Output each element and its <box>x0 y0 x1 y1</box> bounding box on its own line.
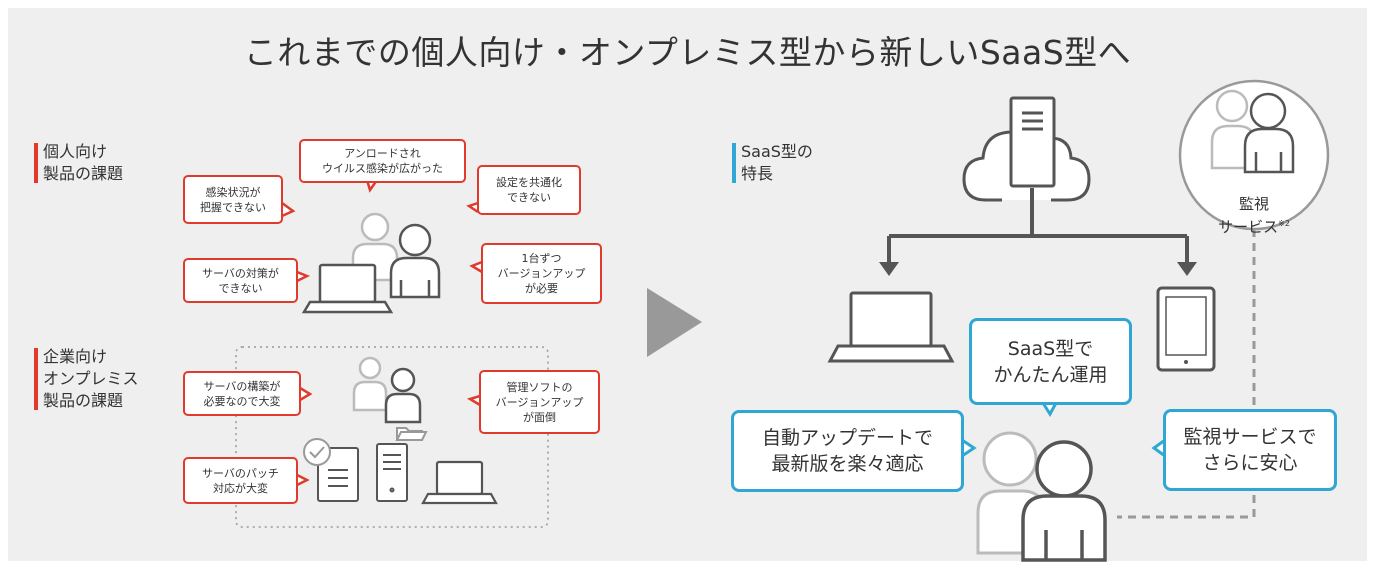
personal-section-heading: 個人向け 製品の課題 <box>34 141 123 185</box>
bubble-tail <box>961 438 977 458</box>
folder-icon <box>395 427 428 441</box>
issue-bubble: 1台ずつ バージョンアップ が必要 <box>481 243 602 304</box>
enterprise-dotted-box <box>235 346 549 528</box>
admin-light-icon <box>352 356 388 412</box>
feature-bubble-monitoring: 監視サービスで さらに安心 <box>1163 409 1337 491</box>
issue-bubble: 感染状況が 把握できない <box>183 175 283 224</box>
cloud-laptop-icon <box>827 291 955 363</box>
section-accent-bar <box>732 143 736 183</box>
bubble-tail <box>1041 402 1058 417</box>
issue-bubble: サーバの構築が 必要なので大変 <box>183 371 301 416</box>
enterprise-laptop-icon <box>421 460 498 505</box>
bubble-tail <box>296 473 310 487</box>
issue-bubble: 管理ソフトの バージョンアップ が面倒 <box>479 370 600 434</box>
issue-bubble: サーバの対策が できない <box>183 258 298 303</box>
issue-bubble: 設定を共通化 できない <box>477 165 581 215</box>
feature-bubble-easy-operation: SaaS型で かんたん運用 <box>969 318 1132 405</box>
monitoring-dashed-line <box>1117 229 1256 519</box>
bubble-tail <box>466 394 481 407</box>
server-tower-icon <box>376 443 408 502</box>
connection-lines <box>887 188 1189 263</box>
monitor-user-light-icon <box>1210 89 1256 170</box>
section-accent-bar <box>34 143 38 183</box>
bubble-tail <box>299 386 313 402</box>
issue-bubble: サーバのパッチ 対応が大変 <box>183 457 298 504</box>
end-user-icon <box>1021 440 1107 562</box>
saas-section-heading: SaaS型の 特長 <box>732 141 813 185</box>
laptop-icon <box>301 263 394 314</box>
server-document-icon <box>317 447 359 502</box>
bubble-tail <box>296 270 311 283</box>
enterprise-section-heading: 企業向け オンプレミス 製品の課題 <box>34 346 139 412</box>
monitor-user-icon <box>1243 92 1295 174</box>
checkmark-icon <box>303 438 331 466</box>
cloud-server-icon <box>962 96 1091 202</box>
page-title: これまでの個人向け・オンプレミス型から新しいSaaS型へ <box>243 33 1132 72</box>
bubble-tail <box>1151 438 1166 458</box>
arrow-down-tablet <box>1177 262 1197 276</box>
issue-bubble: アンロードされ ウイルス感染が広がった <box>299 139 466 183</box>
tablet-icon <box>1156 286 1216 372</box>
user-icon <box>389 223 441 299</box>
monitor-service-label: 監視 サービス※2 <box>1218 195 1290 236</box>
feature-bubble-auto-update: 自動アップデートで 最新版を楽々適応 <box>731 410 964 492</box>
bubble-tail <box>469 260 483 274</box>
transition-arrow <box>647 288 702 357</box>
bubble-tail <box>466 201 479 214</box>
section-accent-bar <box>34 348 38 410</box>
admin-icon <box>384 367 422 424</box>
bubble-tail <box>281 201 296 218</box>
arrow-down-laptop <box>879 262 899 276</box>
